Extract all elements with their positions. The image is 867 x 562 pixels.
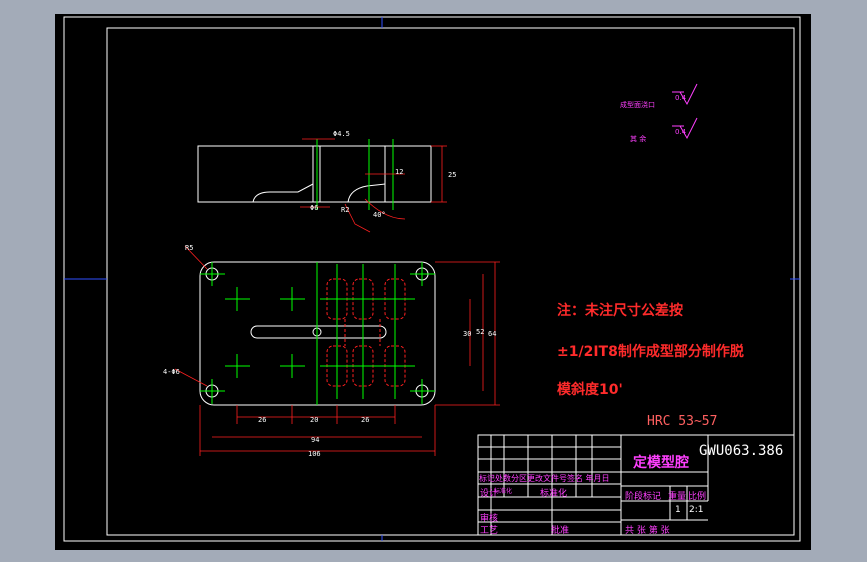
dim-d16: 4-Φ6 (163, 368, 180, 376)
scale-label: 比例 (688, 492, 707, 502)
dim-d10: 94 (311, 436, 319, 444)
dim-d12: 30 (463, 330, 471, 338)
plan-centerlines (200, 262, 435, 405)
note-line-3: 模斜度10' (557, 382, 623, 398)
side-view-dims (300, 138, 447, 233)
approve-label: 批准 (551, 526, 570, 536)
note-line-1: 注：未注尺寸公差按 (557, 303, 683, 319)
roughness-label-1: 成型面浇口 (620, 101, 655, 109)
roughness-symbols (672, 83, 698, 140)
dim-d14: 64 (488, 330, 496, 338)
dim-d4: Φ6 (310, 204, 318, 212)
process-label: 工艺 (480, 526, 499, 536)
outer-border (63, 16, 801, 542)
dim-d7: 26 (258, 416, 266, 424)
stage-label: 阶段标记 (625, 492, 662, 502)
plan-dims (174, 245, 500, 456)
review-label: 审核 (480, 514, 499, 524)
roughness-value-2: 0.4 (675, 128, 687, 136)
dim-d13: 52 (476, 328, 484, 336)
weight-label: 重量 (668, 492, 687, 502)
center-marks (64, 17, 800, 541)
standardize-label: 标准化 (540, 489, 568, 499)
dim-d2: 25 (448, 171, 456, 179)
designer-label: 设计 (480, 489, 499, 499)
revision-header: 标记处数分区更改文件号签名 年月日 (479, 474, 610, 483)
scale-value: 2:1 (689, 505, 704, 515)
cavities (326, 278, 406, 387)
hardness-text: HRC 53~57 (647, 414, 718, 429)
dim-d15: R5 (185, 244, 193, 252)
dim-d1: Φ4.5 (333, 130, 350, 138)
dim-d6: R2 (341, 206, 349, 214)
quantity-value: 1 (675, 505, 681, 515)
dim-d5: 40° (373, 211, 386, 219)
roughness-value-1: 0.4 (675, 94, 687, 102)
side-view-centerlines (316, 139, 394, 210)
part-name: 定模型腔 (633, 455, 689, 471)
dim-d3: 12 (395, 168, 403, 176)
mold-drawing: Φ4.5 25 12 Φ6 40° R2 (63, 16, 801, 542)
dim-d8: 20 (310, 416, 318, 424)
dim-d9: 26 (361, 416, 369, 424)
note-line-2: ±1/2IT8制作成型部分制作脱 (557, 344, 744, 360)
dim-d11: 106 (308, 450, 321, 458)
cad-viewport[interactable]: Φ4.5 25 12 Φ6 40° R2 (55, 14, 811, 550)
drawing-code: GWU063.386 (699, 443, 784, 459)
title-block (477, 434, 795, 536)
inner-border (106, 27, 795, 536)
sheet-text: 共 张 第 张 (625, 526, 670, 536)
designer-name: 标准化 (494, 488, 513, 495)
roughness-label-2: 其 余 (630, 135, 647, 143)
